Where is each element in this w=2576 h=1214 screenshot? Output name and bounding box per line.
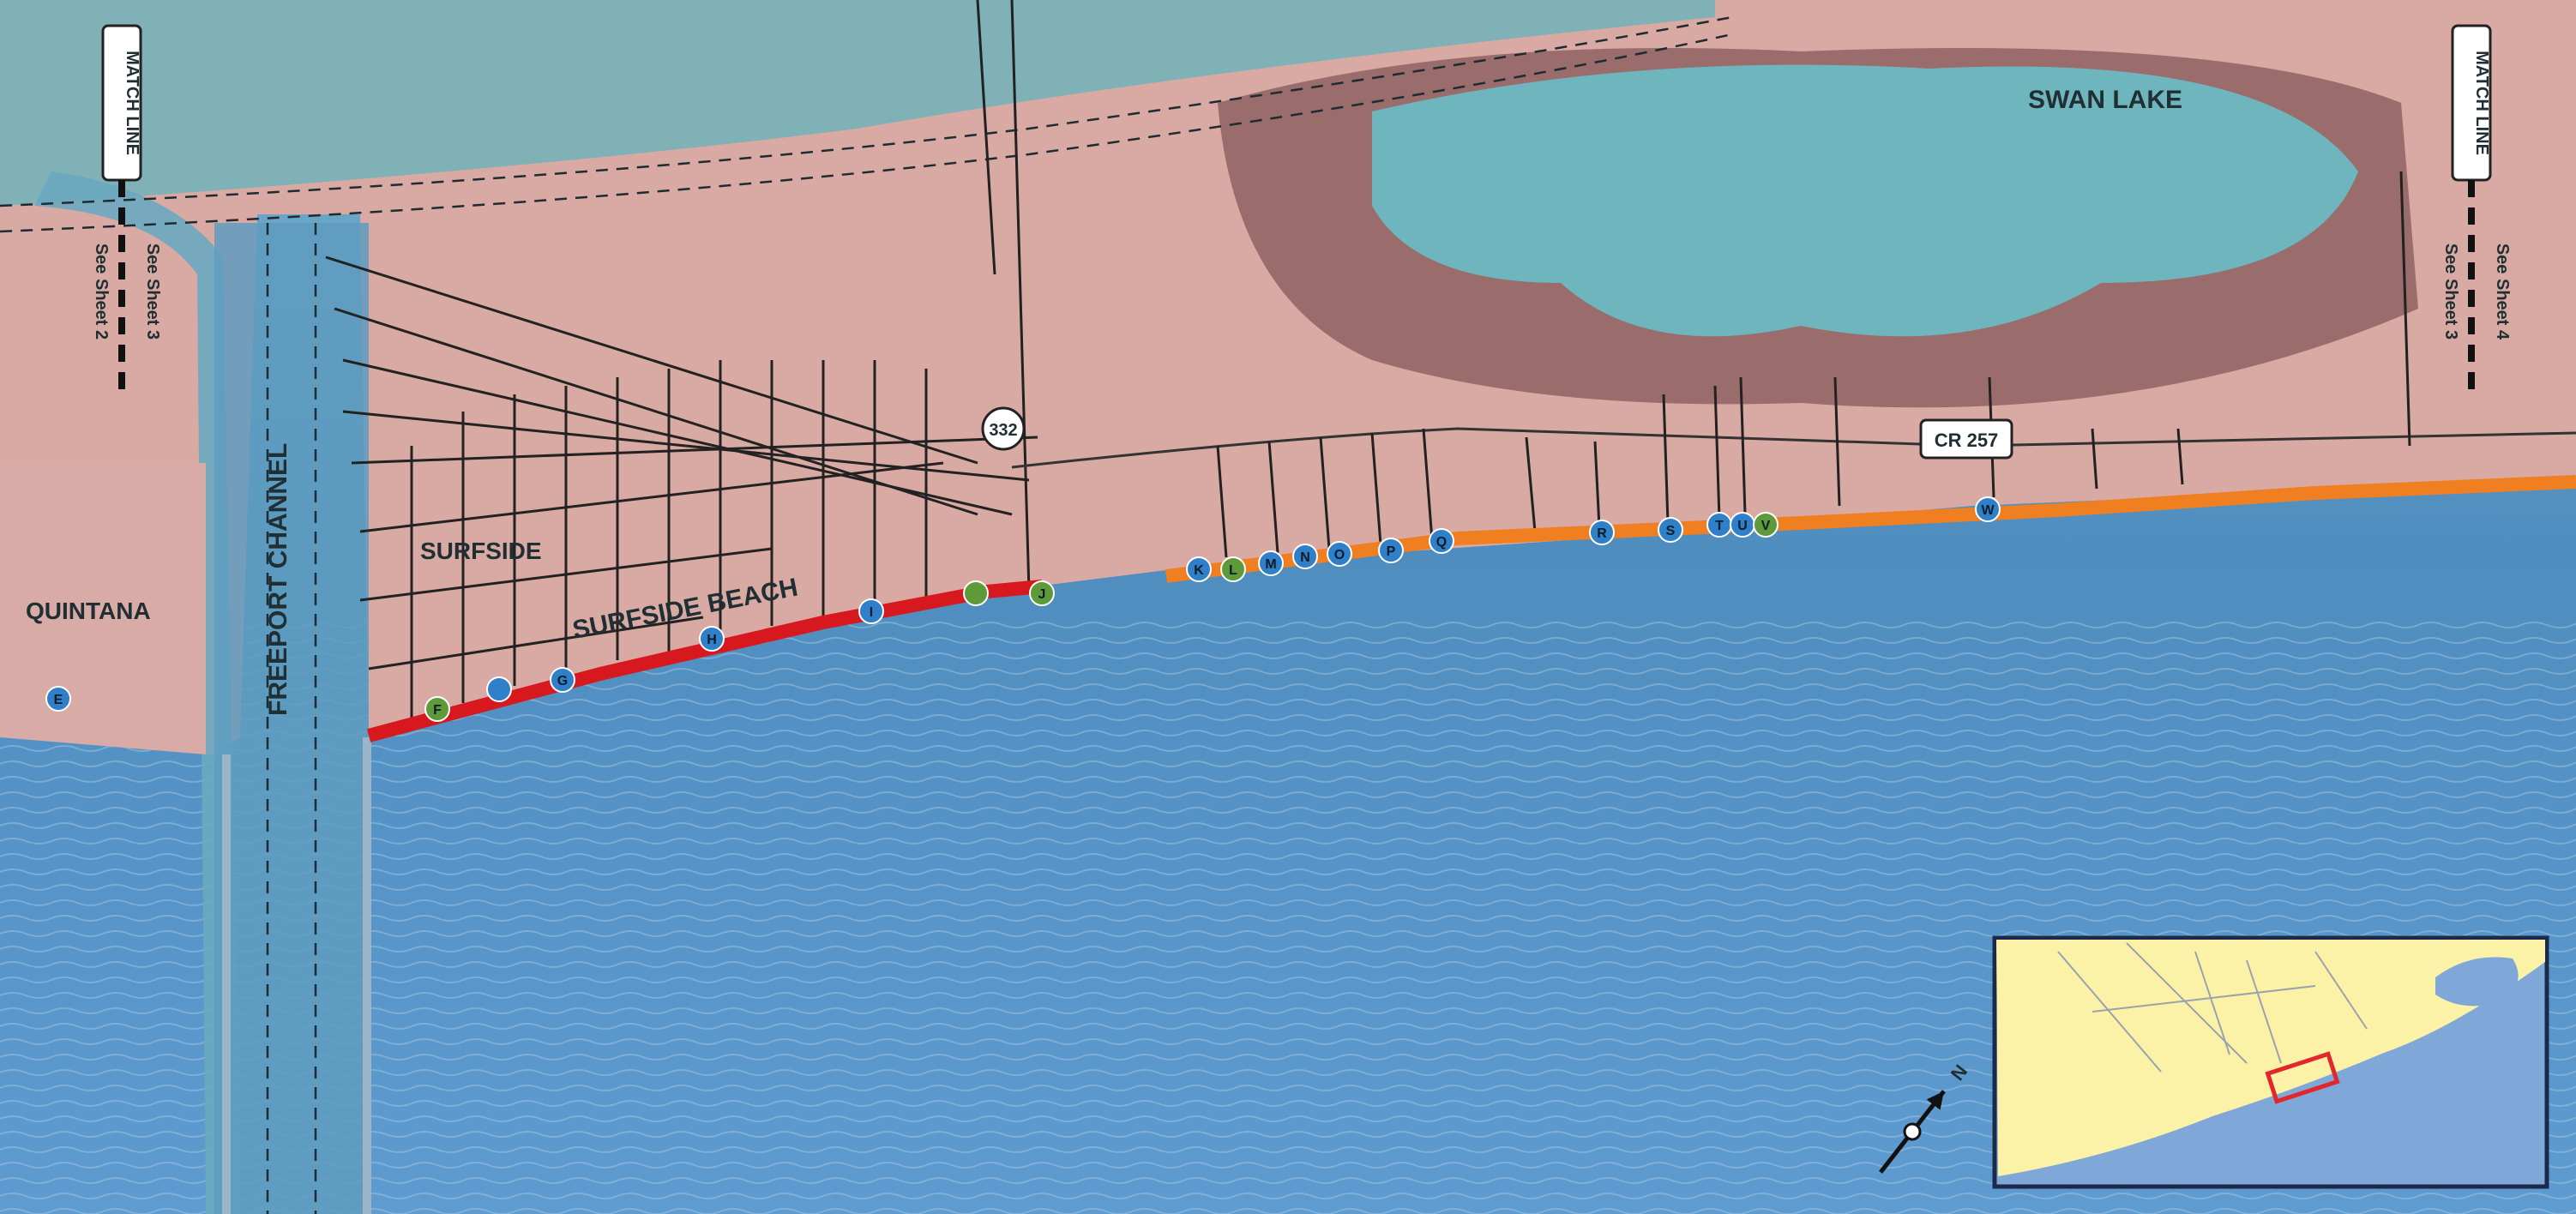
access-point-label: E (54, 693, 63, 707)
cr257-beach-segment (1165, 475, 2576, 583)
svg-text:See Sheet 3: See Sheet 3 (143, 243, 162, 340)
freeport-channel-water (214, 223, 369, 1214)
access-point-m: M (1258, 550, 1284, 576)
access-point-label: F (433, 703, 442, 718)
inset-roads (2057, 942, 2368, 1073)
access-point-marker (858, 598, 884, 624)
access-point-n: N (1292, 544, 1318, 569)
access-point-marker (1753, 512, 1779, 538)
access-point-marker (1429, 528, 1454, 554)
access-point-marker (1292, 544, 1318, 569)
access-point-i: I (858, 598, 884, 624)
channel-dashed-line (0, 15, 1733, 207)
access-point-v: V (1753, 512, 1779, 538)
inset-location-frame (2265, 1051, 2340, 1104)
access-point-marker (1378, 538, 1404, 563)
access-point-label: Q (1436, 535, 1447, 550)
swan-lake-water (1372, 64, 2358, 337)
access-point-unlabeled (963, 580, 989, 606)
access-point-label: U (1737, 519, 1748, 533)
freeport-channel-label: FREEPORT CHANNEL (264, 443, 292, 716)
access-point-label: V (1761, 519, 1771, 533)
access-point-label: G (557, 674, 568, 688)
access-point-marker (1258, 550, 1284, 576)
access-point-marker (699, 626, 725, 652)
access-point-marker (1589, 520, 1615, 545)
access-point-marker (963, 580, 989, 606)
inset-land (1996, 940, 2545, 1176)
access-point-p: P (1378, 538, 1404, 563)
svg-text:CR 257: CR 257 (1935, 430, 1999, 451)
access-point-s: S (1658, 517, 1683, 543)
svg-text:See Sheet 2: See Sheet 2 (92, 243, 111, 340)
access-point-t: T (1706, 512, 1732, 538)
access-point-marker (486, 676, 512, 702)
access-point-q: Q (1429, 528, 1454, 554)
svg-text:MATCH LINE: MATCH LINE (123, 51, 141, 155)
access-point-label: O (1334, 548, 1345, 562)
swan-lake-label: SWAN LAKE (2028, 86, 2182, 114)
access-point-label: I (870, 605, 873, 620)
quintana-land (0, 463, 206, 754)
access-point-label: J (1038, 587, 1046, 602)
access-point-w: W (1975, 496, 2001, 522)
access-point-marker (424, 696, 450, 722)
access-point-e: E (45, 686, 71, 712)
access-point-label: T (1715, 519, 1724, 533)
svg-text:MATCH LINE: MATCH LINE (2472, 51, 2491, 155)
svg-text:See Sheet 3: See Sheet 3 (2441, 243, 2460, 340)
access-point-label: M (1265, 557, 1276, 572)
access-point-marker (1327, 541, 1352, 567)
access-point-u: U (1730, 512, 1755, 538)
channel-dashed-line (0, 33, 1733, 233)
access-point-label: N (1300, 550, 1310, 565)
access-point-marker (45, 686, 71, 712)
access-point-label: K (1194, 563, 1204, 578)
access-point-marker (550, 667, 575, 693)
access-point-h: H (699, 626, 725, 652)
access-point-marker (1186, 556, 1212, 582)
access-point-label: P (1387, 544, 1396, 559)
access-point-marker (1029, 580, 1055, 606)
svg-text:332: 332 (989, 421, 1017, 440)
access-point-o: O (1327, 541, 1352, 567)
inset-locator-map (1992, 935, 2549, 1189)
street-grid (325, 0, 1038, 720)
surfside-label: SURFSIDE (420, 538, 542, 564)
access-point-label: R (1597, 526, 1607, 541)
access-point-f: F (424, 696, 450, 722)
access-point-label: H (707, 633, 717, 647)
quintana-label: QUINTANA (26, 598, 151, 624)
hwy-332-shield: 332 (981, 406, 1026, 451)
cr-257-shield: CR 257 (1919, 418, 2013, 460)
cr-257-road (1011, 427, 2576, 469)
access-point-unlabeled (486, 676, 512, 702)
side-streets (1216, 171, 2411, 558)
access-point-label: W (1981, 503, 1995, 518)
access-point-label: S (1666, 524, 1676, 538)
access-point-l: L (1220, 556, 1246, 582)
svg-text:See Sheet 4: See Sheet 4 (2493, 243, 2512, 340)
access-point-label: L (1229, 563, 1237, 578)
access-point-r: R (1589, 520, 1615, 545)
access-point-g: G (550, 667, 575, 693)
access-point-j: J (1029, 580, 1055, 606)
access-point-k: K (1186, 556, 1212, 582)
access-point-marker (1220, 556, 1246, 582)
inset-bay (2435, 957, 2519, 1007)
match-line-left: MATCH LINE See Sheet 3 See Sheet 2 (92, 24, 162, 394)
access-point-marker (1658, 517, 1683, 543)
surfside-beach-segment (366, 580, 1043, 742)
match-line-right: MATCH LINE See Sheet 4 See Sheet 3 (2441, 24, 2512, 394)
intracoastal-waterway (0, 0, 1715, 206)
access-point-marker (1975, 496, 2001, 522)
